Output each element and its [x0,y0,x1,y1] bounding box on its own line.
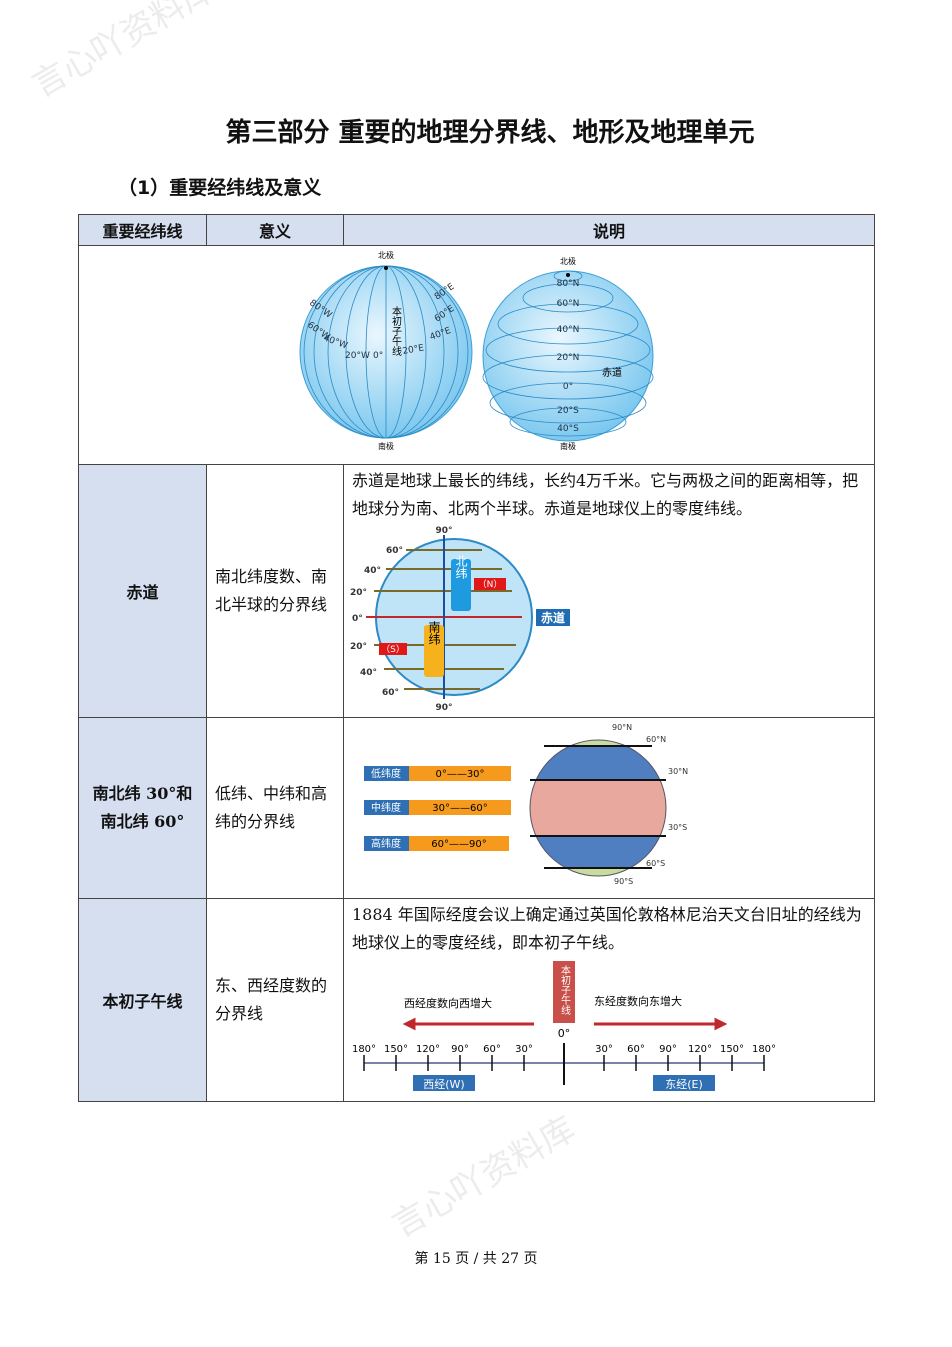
band-high: 高纬度 60°——90° [364,836,509,851]
tick-label: 120° [688,1044,712,1055]
longitude-axis-figure: 本初子午线 西经度数向西增大 东经度数向东增大 0° 180° 150° 120… [352,961,776,1091]
zero-label: 0° [558,1027,571,1040]
lat-label: 20°S [557,406,579,416]
s-tag: （S） [381,644,405,655]
lat-label: 20° [350,588,367,598]
lat-label: 40° [360,668,377,678]
meridian-globe: 北极 南极 80°W 60°W 40°W 20°W 0° 20°E 40°E 6… [299,250,473,451]
header-cell: 说明 [343,214,875,246]
tick-label: 60° [483,1044,501,1055]
tick-label: 90° [659,1044,677,1055]
south-pole-label: 南极 [378,441,394,451]
page-footer: 第 15 页 / 共 27 页 [0,1248,952,1268]
lat-label: 40° [364,566,381,576]
globes-row: 北极 南极 80°W 60°W 40°W 20°W 0° 20°E 40°E 6… [78,245,875,465]
section-heading: （1）重要经纬线及意义 [118,177,322,199]
equator-figure: 北纬 南纬 （N） （S） 赤道 90° 60° 40° 20° 0° 20° … [350,526,570,713]
lat-label: 60°S [646,859,665,868]
watermark: 言心吖资料库 [25,0,223,106]
band-mid: 中纬度 30°——60° [364,800,511,815]
lat-label: 60° [386,546,403,556]
row-meaning: 东、西经度数的分界线 [206,898,344,1102]
tick-label: 30° [515,1044,533,1055]
lat-label: 0° [563,382,573,392]
parallel-globe: 北极 南极 80°N 60°N 40°N 20°N 0° 20°S 40°S 赤… [482,256,654,451]
band-low: 低纬度 0°——30° [364,766,511,781]
south-pole-label: 南极 [560,441,576,451]
n-tag: （N） [478,579,503,590]
row-meaning: 南北纬度数、南北半球的分界线 [206,464,344,718]
lat-label: 60° [382,688,399,698]
north-pole-label: 北极 [560,256,576,266]
lat-label: 40°N [557,325,580,335]
footer-text: 第 [414,1251,429,1267]
row-description: 赤道是地球上最长的纬线，长约4万千米。它与两极之间的距离相等，把地球分为南、北两… [352,471,859,518]
band-label: 低纬度 [371,767,401,780]
south-lat-tag: 南纬 [427,620,441,645]
row-name: 赤道 [78,464,207,718]
lat-label: 90° [435,703,452,713]
west-tag: 西经(W) [423,1078,464,1091]
band-label: 高纬度 [371,837,401,850]
tick-label: 150° [384,1044,408,1055]
band-label: 中纬度 [371,801,401,814]
north-lat-tag: 北纬 [454,555,468,579]
row-meaning: 低纬、中纬和高纬的分界线 [206,717,344,899]
prime-meridian-label: 本初子午线 [390,305,402,356]
east-tag: 东经(E) [665,1078,703,1091]
equator-label: 赤道 [602,366,622,379]
lat-label: 30°S [668,823,687,832]
watermark: 言心吖资料库 [385,1109,583,1246]
globes-figure: 北极 南极 80°W 60°W 40°W 20°W 0° 20°E 40°E 6… [299,250,654,451]
footer-text: 页 [523,1251,538,1267]
lat-label: 60°N [646,735,666,744]
lat-label: 60°N [557,299,580,309]
lon-label: 20°W [345,351,370,361]
lat-label: 30°N [668,767,688,776]
north-pole-label: 北极 [378,250,394,260]
lon-label: 20°E [402,343,425,357]
header-cell: 重要经纬线 [78,214,207,246]
tick-label: 150° [720,1044,744,1055]
west-arrow [402,1017,534,1031]
table-header-row: 重要经纬线 意义 说明 [78,214,875,246]
lat-label: 0° [352,614,363,624]
prime-meridian-row: 本初子午线 东、西经度数的分界线 1884 年国际经度会议上确定通过英国伦敦格林… [78,898,875,1102]
lat-label: 80°N [557,279,580,289]
lon-label: 0° [373,351,383,361]
total-pages: 27 [501,1251,520,1267]
tick-label: 30° [595,1044,613,1055]
footer-text: 页 / 共 [455,1251,497,1267]
row-name: 南北纬 30°和南北纬 60° [78,717,207,899]
page-title: 第三部分 重要的地理分界线、地形及地理单元 [225,118,755,148]
lat-label: 40°S [557,424,579,434]
east-arrow [594,1017,728,1031]
tick-label: 180° [752,1044,776,1055]
lat-label: 20° [350,642,367,652]
band-range: 60°——90° [431,839,486,850]
lat-label: 90°N [612,723,632,732]
equator-row: 赤道 南北纬度数、南北半球的分界线 赤道是地球上最长的纬线，长约4万千米。它与两… [78,464,875,718]
latitude-zones-row: 南北纬 30°和南北纬 60° 低纬、中纬和高纬的分界线 低纬度 0°——30°… [78,717,875,899]
lat-label: 20°N [557,353,580,363]
equator-tag: 赤道 [541,610,565,625]
east-caption: 东经度数向东增大 [594,994,682,1008]
prime-meridian-tag: 本初子午线 [559,964,571,1015]
latlon-table: 重要经纬线 意义 说明 北极 南极 80°W 60°W [78,214,875,1102]
west-caption: 西经度数向西增大 [404,996,492,1010]
row-description: 1884 年国际经度会议上确定通过英国伦敦格林尼治天文台旧址的经线为地球仪上的零… [352,905,862,952]
tick-label: 180° [352,1044,376,1055]
lat-label: 90° [435,526,452,536]
page-number: 15 [432,1251,451,1267]
lat-label: 90°S [614,877,633,886]
latitude-zones-figure: 低纬度 0°——30° 中纬度 30°——60° 高纬度 60°——90° [364,723,688,886]
tick-label: 60° [627,1044,645,1055]
tick-label: 120° [416,1044,440,1055]
band-range: 0°——30° [435,769,484,780]
tick-label: 90° [451,1044,469,1055]
band-range: 30°——60° [432,803,487,814]
row-name: 本初子午线 [78,898,207,1102]
header-cell: 意义 [206,214,344,246]
